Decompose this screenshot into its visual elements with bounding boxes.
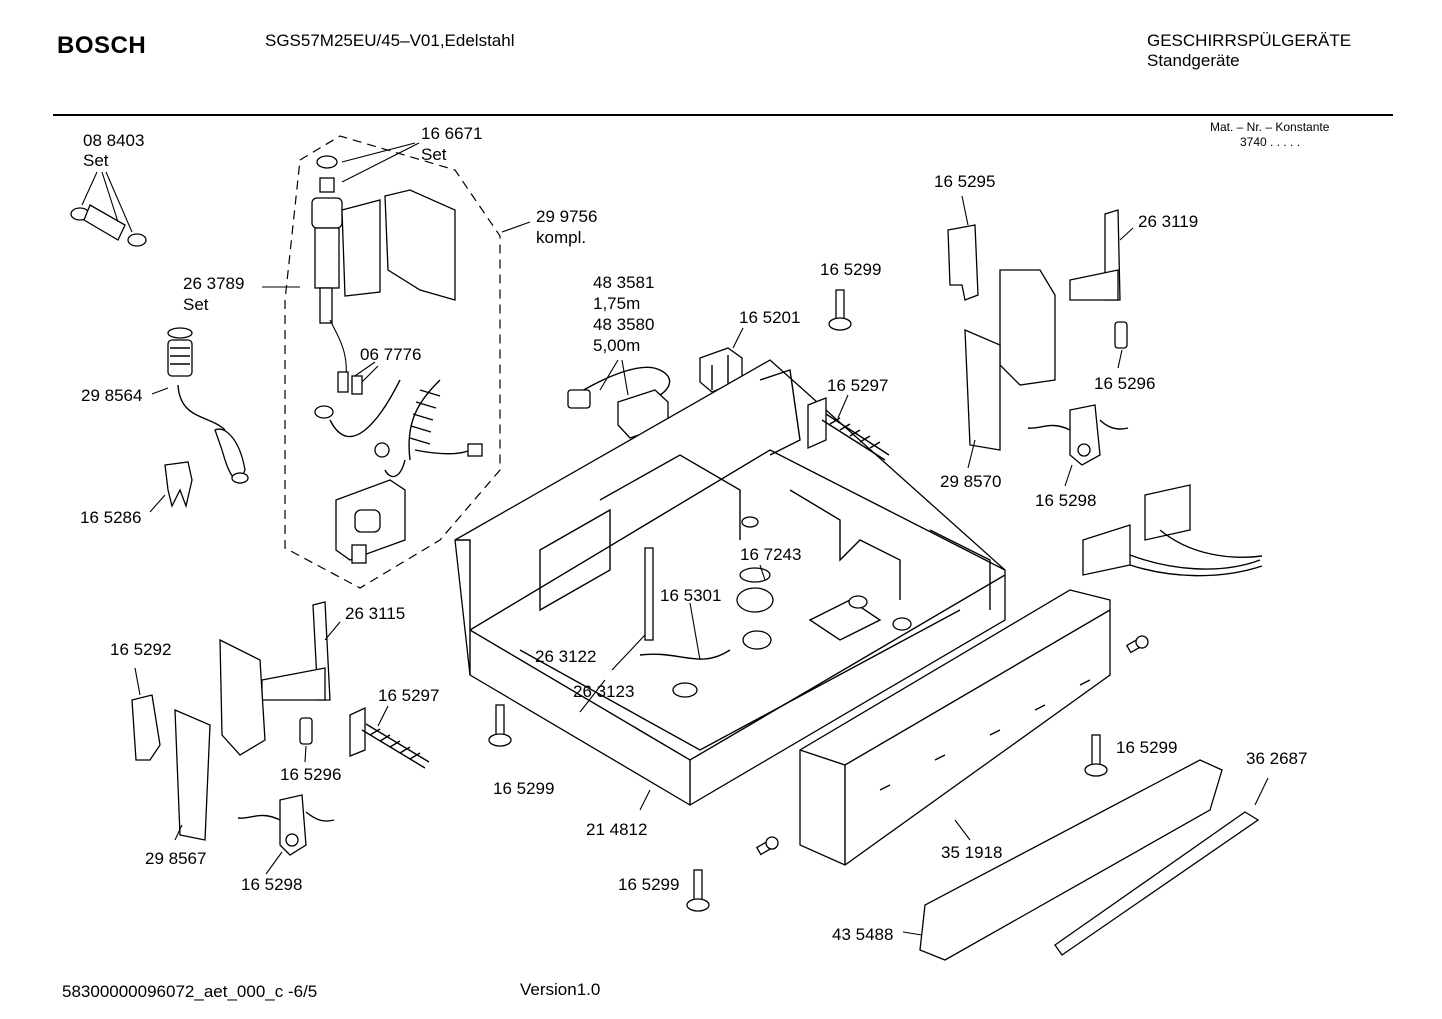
- spring-hose-part: [167, 327, 249, 484]
- screw-165299-top: [828, 289, 852, 331]
- part-label-298570: 29 8570: [940, 472, 1002, 491]
- part-label-299756-kompl: kompl.: [536, 228, 587, 247]
- part-label-351918: 35 1918: [941, 843, 1003, 862]
- part-label-263123: 26 3123: [573, 682, 635, 701]
- part-label-214812: 21 4812: [586, 820, 648, 839]
- clip-165286-part: [164, 461, 193, 509]
- part-label-165299-bottom: 16 5299: [618, 875, 680, 894]
- part-label-165296-right: 16 5296: [1094, 374, 1156, 393]
- part-label-263789-set: Set: [183, 295, 209, 314]
- brand-logo: BOSCH: [57, 32, 147, 59]
- subcategory-title: Standgeräte: [1147, 51, 1240, 70]
- mat-nr-value: 3740 . . . . .: [1240, 135, 1301, 149]
- part-label-165301: 16 5301: [660, 586, 722, 605]
- part-label-165299-right: 16 5299: [1116, 738, 1178, 757]
- document-id: 58300000096072_aet_000_c -6/5: [62, 982, 318, 1001]
- part-label-263115: 26 3115: [345, 604, 406, 623]
- part-label-362687: 36 2687: [1246, 749, 1308, 768]
- bracket-165295-part: [947, 224, 979, 301]
- part-label-263122: 26 3122: [535, 647, 597, 666]
- part-label-165295: 16 5295: [934, 172, 996, 191]
- part-label-500m: 5,00m: [593, 336, 641, 355]
- small-screw-bottom-part: [755, 836, 779, 856]
- part-label-165298-right: 16 5298: [1035, 491, 1097, 510]
- part-label-067776: 06 7776: [360, 345, 422, 364]
- mat-nr-label: Mat. – Nr. – Konstante: [1210, 120, 1330, 134]
- part-label-175m: 1,75m: [593, 294, 641, 313]
- model-title: SGS57M25EU/45–V01,Edelstahl: [265, 31, 515, 50]
- part-label-263789: 26 3789: [183, 274, 245, 293]
- part-label-088403-set: Set: [83, 151, 109, 170]
- bracket-165292-part: [131, 694, 161, 761]
- part-label-166671: 16 6671: [421, 124, 483, 143]
- coiled-hose-part: [374, 379, 483, 478]
- category-title: GESCHIRRSPÜLGERÄTE: [1147, 31, 1352, 50]
- part-label-165297-right: 16 5297: [827, 376, 889, 395]
- version-label: Version1.0: [520, 980, 601, 999]
- screw-165299-left: [488, 704, 512, 747]
- kick-plate-435488-part: [919, 759, 1223, 961]
- part-label-298564: 29 8564: [81, 386, 143, 405]
- valve-bracket-part: [335, 479, 406, 564]
- switch-165298-left-part: [237, 794, 335, 856]
- inlet-valve-part: [311, 155, 456, 324]
- spring-165297-right-part: [807, 397, 890, 461]
- spring-165297-left-part: [349, 706, 430, 769]
- part-label-167243: 16 7243: [740, 545, 802, 564]
- part-label-299756: 29 9756: [536, 207, 598, 226]
- base-tray-part: [454, 359, 1006, 806]
- part-label-435488: 43 5488: [832, 925, 894, 944]
- wire-harness-part: [1082, 484, 1263, 577]
- trim-strip-362687-part: [1054, 811, 1260, 956]
- screw-165299-bottom: [686, 869, 710, 912]
- bracket-298570-part: [964, 269, 1056, 451]
- assembly-boundary: [284, 135, 501, 589]
- part-label-165296-left: 16 5296: [280, 765, 342, 784]
- screw-165299-right: [1084, 734, 1108, 777]
- part-label-483580: 48 3580: [593, 315, 655, 334]
- part-label-166671-set: Set: [421, 145, 447, 164]
- part-label-298567: 29 8567: [145, 849, 207, 868]
- switch-165298-right-part: [1027, 404, 1129, 466]
- clip-165296-left-part: [299, 717, 313, 745]
- part-label-165297-left: 16 5297: [378, 686, 440, 705]
- bracket-263119-part: [1069, 209, 1121, 301]
- part-label-483581: 48 3581: [593, 273, 655, 292]
- hose-clamp-set-part: [70, 204, 147, 247]
- part-label-263119: 26 3119: [1138, 212, 1199, 231]
- front-panel-351918-part: [799, 589, 1111, 866]
- part-label-165299-left: 16 5299: [493, 779, 555, 798]
- part-label-165286: 16 5286: [80, 508, 142, 527]
- part-label-165299-top: 16 5299: [820, 260, 882, 279]
- clip-165296-right-part: [1114, 321, 1128, 349]
- small-screw-right-part: [1125, 635, 1149, 654]
- bracket-298567-part: [174, 638, 266, 841]
- part-label-165298-left: 16 5298: [241, 875, 303, 894]
- part-label-088403: 08 8403: [83, 131, 145, 150]
- part-label-165292: 16 5292: [110, 640, 172, 659]
- part-label-165201: 16 5201: [739, 308, 801, 327]
- bracket-263115-part: [261, 601, 331, 701]
